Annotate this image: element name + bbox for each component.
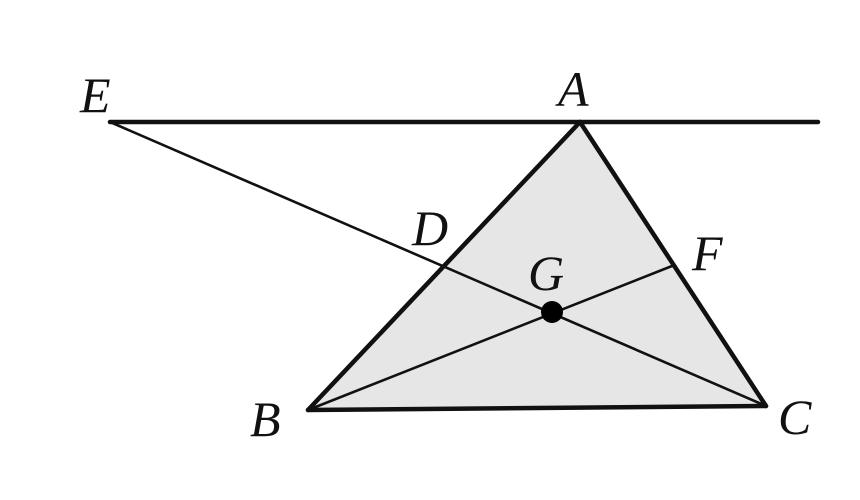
- centroid-point-g: [541, 301, 563, 323]
- segment-bf: [306, 264, 674, 412]
- label-g: G: [528, 245, 564, 301]
- label-f: F: [691, 225, 723, 281]
- label-e: E: [79, 67, 111, 123]
- side-ab: [305, 119, 583, 413]
- triangle-abc: [308, 122, 766, 410]
- label-a: A: [555, 61, 589, 117]
- side-ac: [577, 119, 769, 409]
- side-bc: [305, 403, 769, 413]
- label-d: D: [411, 200, 448, 256]
- label-c: C: [778, 389, 812, 445]
- label-b: B: [250, 391, 281, 447]
- segment-ec: [108, 120, 768, 408]
